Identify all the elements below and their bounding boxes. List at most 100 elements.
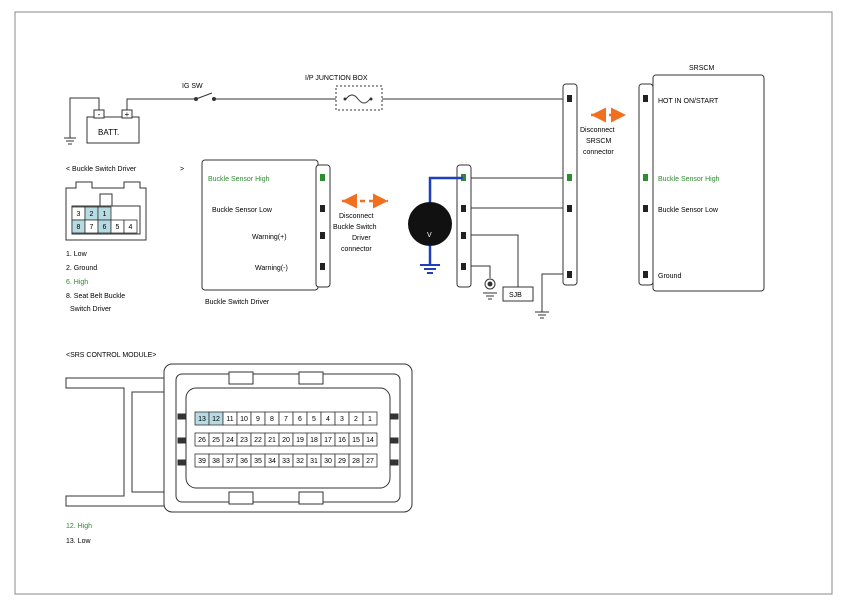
ig-switch-contact-right — [212, 97, 216, 101]
connector-pin-number: 24 — [226, 437, 234, 444]
srscm-pin — [643, 205, 648, 212]
connector-pin-number: 3 — [77, 211, 81, 218]
connector-pin-number: 17 — [324, 437, 332, 444]
buckle-driver-connector-strip — [315, 164, 331, 288]
svg-text:Buckle Switch: Buckle Switch — [333, 224, 377, 231]
srscm-strip-pin — [567, 205, 572, 212]
driver-pin-warning-negative: Warning(-) — [255, 265, 288, 272]
connector-pin-number: 22 — [254, 437, 262, 444]
driver-pin-low: Buckle Sensor Low — [212, 207, 273, 214]
connector-pin-number: 20 — [282, 437, 290, 444]
buckle-driver-pin — [320, 205, 325, 212]
buckle-driver-pin — [320, 232, 325, 239]
connector-pin-number: 2 — [90, 211, 94, 218]
disconnect-buckle-label: Disconnect Buckle Switch Driver connecto… — [333, 213, 377, 253]
connector-pin-number: 4 — [326, 416, 330, 423]
buckle-legend-item: 6. High — [66, 279, 88, 286]
buckle-driver-pin — [320, 263, 325, 270]
connector-pin-number: 27 — [366, 458, 374, 465]
driver-pin-warning-positive: Warning(+) — [252, 234, 287, 241]
buckle-legend: 1. Low 2. Ground 6. High 8. Seat Belt Bu… — [66, 251, 125, 313]
buckle-legend-item: Switch Driver — [70, 306, 112, 313]
connector-pin-number: 18 — [310, 437, 318, 444]
connector-pin-cell — [123, 219, 138, 234]
connector-pin-number: 16 — [338, 437, 346, 444]
connector-pin-number: 36 — [240, 458, 248, 465]
harness-connector-strip — [456, 164, 472, 288]
srscm-pin-hot: HOT IN ON/START — [658, 98, 719, 105]
connector-pin-number: 2 — [354, 416, 358, 423]
srscm-pin — [643, 271, 648, 278]
ig-switch-label: IG SW — [182, 83, 203, 90]
connector-pin-number: 12 — [212, 416, 220, 423]
connector-pin-cell — [362, 453, 378, 468]
srscm-pin-low: Buckle Sensor Low — [658, 207, 719, 214]
svg-text:Disconnect: Disconnect — [339, 213, 374, 220]
battery: - + BATT. — [86, 109, 140, 144]
srs-legend-item: 12. High — [66, 523, 92, 530]
junction-box-label: I/P JUNCTION BOX — [305, 75, 368, 82]
srscm-module-connector — [638, 83, 654, 286]
voltmeter-ground-symbol — [420, 264, 440, 274]
disconnect-srscm-label: Disconnect SRSCM connector — [580, 127, 615, 156]
buckle-connector-title: < Buckle Switch Driver — [66, 166, 137, 173]
srscm-pin — [643, 174, 648, 181]
driver-caption: Buckle Switch Driver — [205, 299, 270, 306]
srscm-connector-strip — [562, 83, 578, 286]
ig-supply-wire — [126, 92, 568, 110]
harness-pin — [461, 232, 466, 239]
srscm-title: SRSCM — [689, 65, 714, 72]
connector-pin-number: 35 — [254, 458, 262, 465]
srscm-pin-ground: Ground — [658, 273, 681, 280]
connector-pin-number: 8 — [77, 224, 81, 231]
connector-pin-number: 30 — [324, 458, 332, 465]
connector-pin-number: 15 — [352, 437, 360, 444]
srscm-pin — [643, 95, 648, 102]
connector-pin-number: 7 — [284, 416, 288, 423]
srscm-module — [652, 74, 765, 292]
connector-pin-number: 5 — [116, 224, 120, 231]
connector-pin-number: 14 — [366, 437, 374, 444]
sjb-label: SJB — [509, 292, 522, 299]
warning-lamp-ground — [483, 278, 497, 300]
battery-negative-sign: - — [98, 110, 101, 119]
connector-pin-number: 39 — [198, 458, 206, 465]
connector-pin-number: 29 — [338, 458, 346, 465]
connector-pin-number: 5 — [312, 416, 316, 423]
connector-pin-number: 26 — [198, 437, 206, 444]
svg-text:connector: connector — [341, 246, 372, 253]
connector-pin-number: 3 — [340, 416, 344, 423]
srscm-strip-pin — [567, 95, 572, 102]
svg-text:Disconnect: Disconnect — [580, 127, 615, 134]
connector-pin-number: 28 — [352, 458, 360, 465]
sjb-box — [502, 286, 534, 302]
fuse-icon — [345, 94, 371, 104]
connector-pin-number: 19 — [296, 437, 304, 444]
svg-text:connector: connector — [583, 149, 614, 156]
connector-pin-number: 11 — [226, 416, 233, 423]
connector-pin-number: 31 — [310, 458, 318, 465]
connector-pin-number: 4 — [129, 224, 133, 231]
connector-pin-number: 10 — [240, 416, 248, 423]
ig-switch-contact-left — [194, 97, 198, 101]
driver-pin-high: Buckle Sensor High — [208, 176, 270, 183]
battery-ground-wire — [64, 97, 100, 145]
connector-pin-number: 34 — [268, 458, 276, 465]
battery-label: BATT. — [98, 128, 119, 137]
connector-pin-number: 6 — [298, 416, 302, 423]
buckle-legend-item: 1. Low — [66, 251, 88, 258]
connector-pin-number: 37 — [226, 458, 234, 465]
connector-pin-number: 32 — [296, 458, 304, 465]
connector-pin-number: 8 — [270, 416, 274, 423]
connector-pin-number: 13 — [198, 416, 206, 423]
buckle-driver-pin — [320, 174, 325, 181]
srs-legend-item: 13. Low — [66, 538, 91, 545]
battery-positive-sign: + — [125, 110, 130, 119]
harness-pin — [461, 205, 466, 212]
connector-pin-number: 25 — [212, 437, 220, 444]
srscm-pin-high: Buckle Sensor High — [658, 176, 720, 183]
